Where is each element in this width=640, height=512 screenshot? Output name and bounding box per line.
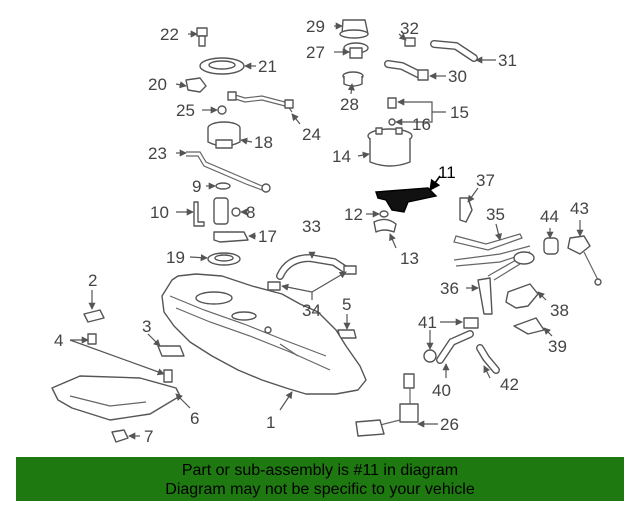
callout-4: 4	[54, 331, 63, 350]
callout-35: 35	[486, 205, 505, 224]
callout-39: 39	[548, 337, 567, 356]
part-2-cushion	[83, 309, 105, 323]
callout-14: 14	[332, 147, 351, 166]
callout-5: 5	[342, 295, 351, 314]
part-3-bracket	[157, 345, 185, 357]
callout-29: 29	[306, 17, 325, 36]
callout-7: 7	[144, 427, 153, 446]
callout-9: 9	[192, 177, 201, 196]
part-1-fuel-tank	[161, 273, 367, 395]
callout-31: 31	[498, 51, 517, 70]
callout-8: 8	[246, 203, 255, 222]
callout-17: 17	[258, 227, 277, 246]
part-39-bracket	[513, 317, 545, 335]
part-18-pump-assembly	[207, 121, 241, 149]
callout-22: 22	[160, 25, 179, 44]
part-11-highlighted	[375, 187, 438, 213]
callout-3: 3	[142, 317, 151, 336]
part-info-banner: Part or sub-assembly is #11 in diagram D…	[16, 457, 624, 501]
part-23-fuel-line	[186, 151, 271, 193]
callout-33: 33	[302, 217, 321, 236]
callout-30: 30	[448, 67, 467, 86]
part-8-fuel-pump	[213, 197, 241, 225]
part-4-bolt-second	[163, 369, 173, 383]
part-21-lock-ring	[199, 57, 245, 75]
callout-16: 16	[412, 115, 431, 134]
part-25-fitting	[217, 105, 227, 115]
part-29-cap	[339, 19, 369, 39]
part-6-shield	[51, 375, 181, 421]
part-34-clamps	[267, 265, 357, 291]
part-41-clamp	[423, 317, 479, 363]
callout-25: 25	[176, 101, 195, 120]
callout-15: 15	[450, 103, 469, 122]
callout-labels: 22 21 20 25 24 18 23 9 10 8 17 19 29 27 …	[54, 17, 589, 446]
part-44-gasket	[543, 237, 559, 255]
callout-32: 32	[400, 19, 419, 38]
part-33-hose	[276, 253, 350, 280]
part-26-sensor	[355, 373, 419, 437]
part-14-sender	[367, 127, 413, 167]
part-9-o-ring	[215, 182, 231, 190]
part-38-bracket	[505, 283, 539, 309]
callout-26: 26	[440, 415, 459, 434]
callout-11: 11	[438, 163, 456, 182]
part-43-fuel-cap	[567, 235, 602, 286]
parts-diagram: 22 21 20 25 24 18 23 9 10 8 17 19 29 27 …	[51, 17, 602, 446]
callout-34: 34	[302, 301, 321, 320]
callout-27: 27	[306, 43, 325, 62]
callout-6: 6	[190, 409, 199, 428]
callout-19: 19	[166, 248, 185, 267]
callout-21: 21	[258, 57, 277, 76]
callout-38: 38	[550, 301, 569, 320]
callout-13: 13	[400, 249, 419, 268]
part-15-valve	[387, 97, 397, 126]
part-28-seal	[342, 71, 364, 87]
part-30-hose	[384, 60, 429, 81]
callout-28: 28	[340, 95, 359, 114]
callout-1: 1	[266, 413, 275, 432]
callout-18: 18	[254, 133, 273, 152]
callout-37: 37	[476, 171, 495, 190]
part-13-clip	[373, 218, 397, 233]
callout-20: 20	[148, 75, 167, 94]
callout-43: 43	[570, 199, 589, 218]
part-17-filter	[213, 231, 249, 243]
part-36-filler-pipe	[453, 245, 535, 315]
banner-line-disclaimer: Diagram may not be specific to your vehi…	[165, 481, 475, 498]
part-20-clip	[185, 77, 207, 93]
callout-42: 42	[500, 375, 519, 394]
callout-44: 44	[540, 207, 559, 226]
callout-2: 2	[88, 271, 97, 290]
part-31-hose	[430, 40, 478, 62]
part-42-hose	[476, 344, 500, 374]
part-35-vent-line	[453, 233, 523, 251]
part-10-bracket	[193, 201, 205, 227]
callout-36: 36	[440, 279, 459, 298]
part-40-hose	[436, 330, 474, 364]
part-32-clamp	[404, 37, 416, 47]
callout-12: 12	[344, 205, 363, 224]
part-19-gasket	[207, 252, 241, 266]
callout-24: 24	[302, 125, 321, 144]
part-22-bolt	[196, 27, 208, 47]
part-37-bracket	[459, 197, 473, 223]
part-12-washer	[379, 210, 389, 218]
banner-line-part: Part or sub-assembly is #11 in diagram	[181, 462, 459, 479]
part-4-bolt	[87, 333, 97, 345]
part-7-clip	[111, 429, 129, 443]
callout-23: 23	[148, 144, 167, 163]
callout-41: 41	[418, 313, 437, 332]
leader-lines	[69, 22, 584, 440]
part-24-hose	[227, 91, 294, 113]
part-27-gauge	[343, 42, 369, 59]
callout-40: 40	[432, 381, 451, 400]
callout-10: 10	[150, 203, 169, 222]
